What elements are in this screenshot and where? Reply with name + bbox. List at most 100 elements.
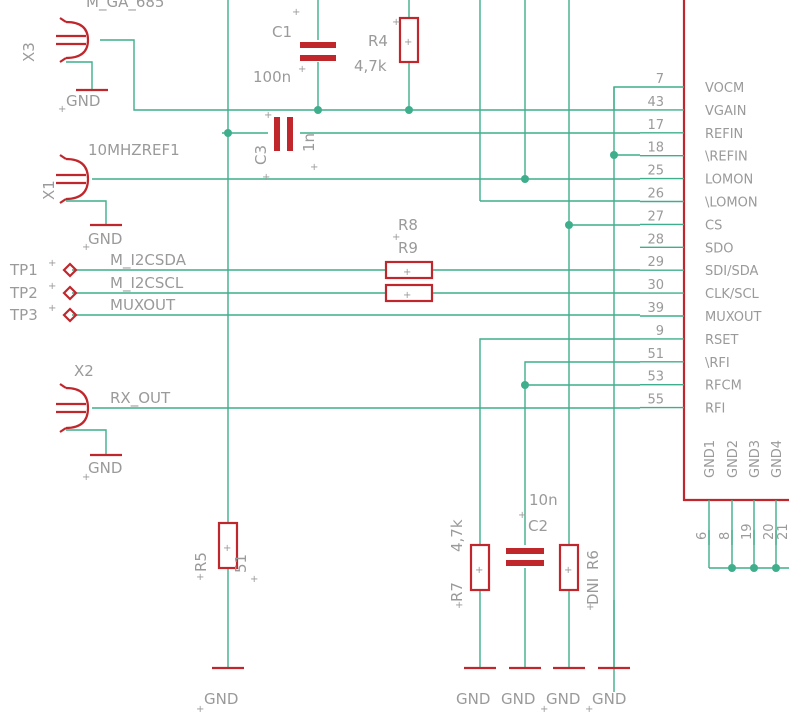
ic-pin-name: MUXOUT [705, 310, 762, 325]
ic-pin-name: RFCM [705, 379, 742, 394]
testpoint-tp3[interactable]: TP3 + [9, 303, 78, 324]
testpoint-tp1[interactable]: TP1 + [9, 258, 78, 279]
ic-pin-name: \REFIN [705, 150, 748, 165]
rxout-label: RX_OUT [110, 389, 171, 408]
svg-text:GND: GND [88, 230, 122, 248]
capacitor-c1[interactable]: C1 + 100n + [253, 7, 336, 86]
ic-pin-name: CLK/SCL [705, 287, 760, 302]
svg-text:+: + [564, 565, 572, 576]
r6-value: DNI [584, 578, 602, 605]
junctions [224, 106, 780, 572]
svg-text:GND: GND [88, 459, 122, 477]
ic-body-outline [682, 0, 789, 502]
svg-text:+: + [518, 510, 526, 521]
refclk-label: 10MHZREF1 [88, 141, 180, 159]
svg-text:+: + [403, 290, 411, 301]
svg-text:+: + [250, 574, 258, 585]
ic-pin-number: 43 [647, 95, 664, 110]
ic-gnd-pin-20: GND4 20 [762, 440, 785, 545]
connector-x2[interactable]: X2 RX_OUT [56, 362, 171, 433]
tp3-label: TP3 [9, 306, 38, 324]
ic-gnd-pin-name: GND2 [726, 440, 741, 478]
svg-text:+: + [292, 7, 300, 18]
svg-text:+: + [455, 600, 463, 611]
ic-u1: 7VOCM43VGAIN17REFIN18\REFIN25LOMON26\LOM… [640, 0, 789, 545]
ic-gnd-pin-name: GND4 [770, 440, 785, 478]
svg-text:+: + [264, 110, 272, 121]
svg-text:+: + [310, 162, 318, 173]
ic-pin-name: VOCM [705, 81, 744, 96]
testpoint-tp2[interactable]: TP2 + [9, 281, 78, 302]
svg-text:+: + [48, 281, 56, 292]
ic-gnd-pin-number: 6 [695, 532, 710, 540]
svg-text:+: + [262, 172, 270, 183]
svg-text:+: + [403, 267, 411, 278]
svg-text:+: + [82, 242, 90, 253]
ic-pin-number: 25 [647, 164, 664, 179]
ic-gnd-pin-number: 20 [762, 523, 777, 540]
c2-name: C2 [528, 517, 548, 535]
ic-pin-number: 18 [647, 141, 664, 156]
ic-pin-name: LOMON [705, 173, 753, 188]
resistor-r4[interactable]: + R4 4,7k + [354, 16, 420, 75]
r5-value: 51 [232, 554, 250, 573]
c1-name: C1 [272, 23, 292, 41]
gnd-symbol-x2: GND + [82, 453, 122, 483]
svg-text:GND: GND [204, 690, 238, 708]
r8-name: R8 [398, 216, 418, 234]
svg-text:+: + [540, 704, 548, 715]
svg-text:+: + [196, 572, 204, 583]
svg-text:GND: GND [546, 690, 580, 708]
ic-pin-number: 53 [647, 370, 664, 385]
ic-gnd-pin-name: GND3 [748, 440, 763, 478]
gnd-symbol-r6: GND [546, 666, 585, 708]
x2-label: X2 [74, 362, 94, 380]
resistor-r8[interactable]: + R8 [384, 216, 434, 280]
gnd-symbol-x1: GND + [82, 223, 122, 253]
resistor-r6[interactable]: + R6 DNI + [558, 543, 602, 613]
ic-pin-name: RSET [705, 333, 738, 348]
svg-text:+: + [404, 37, 412, 48]
x1-label: X1 [40, 180, 58, 200]
ic-gnd-pin-number: 19 [740, 523, 755, 540]
ic-pin-number: 7 [656, 72, 664, 87]
svg-text:+: + [223, 543, 231, 554]
ic-gnd-pin-number-cut: 21 [776, 523, 789, 540]
resistor-r9[interactable]: + R9 + [384, 232, 434, 303]
svg-text:GND: GND [456, 690, 490, 708]
gnd-symbol-r7: GND [456, 666, 496, 708]
connector-x3[interactable]: X3 [20, 17, 90, 63]
ic-pin-name: REFIN [705, 127, 743, 142]
x3-label: X3 [20, 42, 38, 62]
capacitor-c3[interactable]: + C3 1n + + [252, 110, 318, 183]
ic-pin-name: \RFI [705, 356, 730, 371]
c3-value: 1n [300, 133, 318, 152]
gnd-symbol-x3: GND + [58, 88, 108, 115]
capacitor-c2[interactable]: 10n C2 + [506, 491, 558, 566]
svg-text:+: + [585, 704, 593, 715]
resistor-r7[interactable]: + R7 4,7k + [448, 519, 491, 611]
resistor-r5[interactable]: + R5 51 + + [192, 521, 258, 585]
r7-value: 4,7k [448, 519, 466, 552]
ic-pin-number: 55 [647, 393, 664, 408]
ic-pin-18: 18 \REFIN [640, 141, 748, 165]
r7-name: R7 [448, 582, 466, 602]
muxout-label: MUXOUT [110, 296, 176, 314]
connector-x1[interactable]: X1 10MHZREF1 [40, 141, 180, 204]
ic-pin-number: 27 [647, 209, 664, 224]
svg-text:+: + [586, 602, 594, 613]
top-net-label: M_GA_685 [86, 0, 164, 12]
r6-name: R6 [584, 550, 602, 570]
svg-text:+: + [196, 704, 204, 715]
